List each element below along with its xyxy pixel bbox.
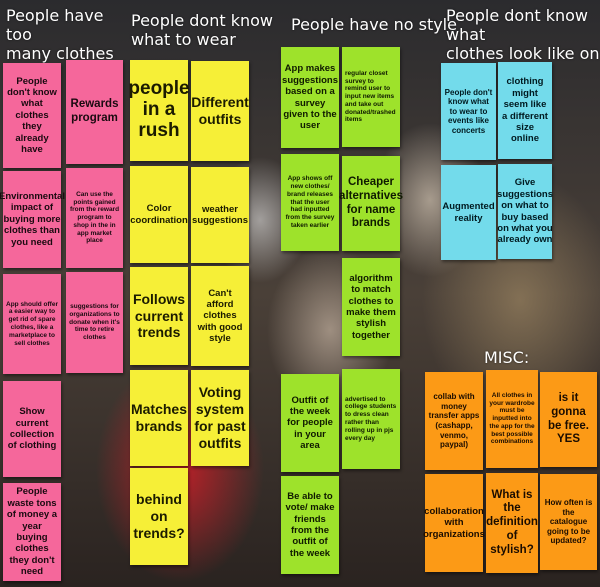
sticky-note[interactable]: How often is the catalogue going to be u… (540, 474, 597, 570)
sticky-note[interactable]: behind on trends? (130, 468, 188, 565)
sticky-note[interactable]: All clothes in your wardrobe must be inp… (486, 370, 538, 468)
sticky-note[interactable]: people in a rush (128, 60, 190, 161)
sticky-note[interactable]: weather suggestions (191, 167, 249, 263)
sticky-note[interactable]: Outfit of the week for people in your ar… (281, 374, 339, 472)
sticky-note[interactable]: Can use the points gained from the rewar… (66, 168, 123, 268)
sticky-note[interactable]: App makes suggestions based on a survey … (281, 47, 339, 148)
sticky-note[interactable]: clothing might seem like a different siz… (498, 62, 552, 159)
heading-dont-know-what-to-wear: People dont know what to wear (131, 11, 273, 49)
heading-too-many-clothes: People have too many clothes (6, 6, 114, 63)
sticky-note[interactable]: collaboration with organizations (423, 474, 485, 572)
sticky-note[interactable]: Follows current trends (130, 267, 188, 365)
sticky-note[interactable]: Augmented reality (441, 165, 496, 260)
sticky-note[interactable]: Voting system for past outfits (191, 370, 249, 466)
sticky-note[interactable]: algorithm to match clothes to make them … (342, 258, 400, 356)
sticky-note[interactable]: People waste tons of money a year buying… (3, 483, 61, 581)
sticky-note[interactable]: App should offer a easier way to get rid… (3, 274, 61, 374)
sticky-note[interactable]: suggestions for organizations to donate … (66, 272, 123, 373)
sticky-note[interactable]: Show current collection of clothing (3, 381, 61, 477)
sticky-note[interactable]: Give suggestions on what to buy based on… (497, 164, 553, 259)
sticky-note[interactable]: Cheaper alternatives for name brands (339, 156, 403, 251)
sticky-note[interactable]: Can't afford clothes with good style (191, 266, 249, 366)
heading-misc: MISC: (484, 348, 530, 367)
heading-no-style: People have no style (291, 15, 457, 34)
sticky-note[interactable]: collab with money transfer apps (cashapp… (425, 372, 483, 470)
sticky-note[interactable]: People don't know what clothes they alre… (3, 63, 61, 168)
sticky-note[interactable]: is it gonna be free. YES (540, 372, 597, 467)
sticky-note[interactable]: advertised to college students to dress … (342, 369, 400, 469)
sticky-note[interactable]: regular closet survey to remind user to … (342, 47, 400, 147)
sticky-note[interactable]: Different outfits (191, 61, 249, 161)
sticky-note[interactable]: Environmental impact of buying more clot… (0, 171, 65, 268)
sticky-note[interactable]: Matches brands (130, 370, 188, 466)
sticky-note[interactable]: Be able to vote/ make friends from the o… (281, 476, 339, 574)
sticky-note[interactable]: People don't know what to wear to events… (441, 63, 496, 160)
sticky-note[interactable]: What is the definition of stylish? (486, 473, 538, 573)
sticky-note[interactable]: App shows off new clothes/ brand release… (281, 154, 339, 251)
sticky-note[interactable]: Color coordination (130, 166, 188, 263)
sticky-note[interactable]: Rewards program (66, 60, 123, 164)
